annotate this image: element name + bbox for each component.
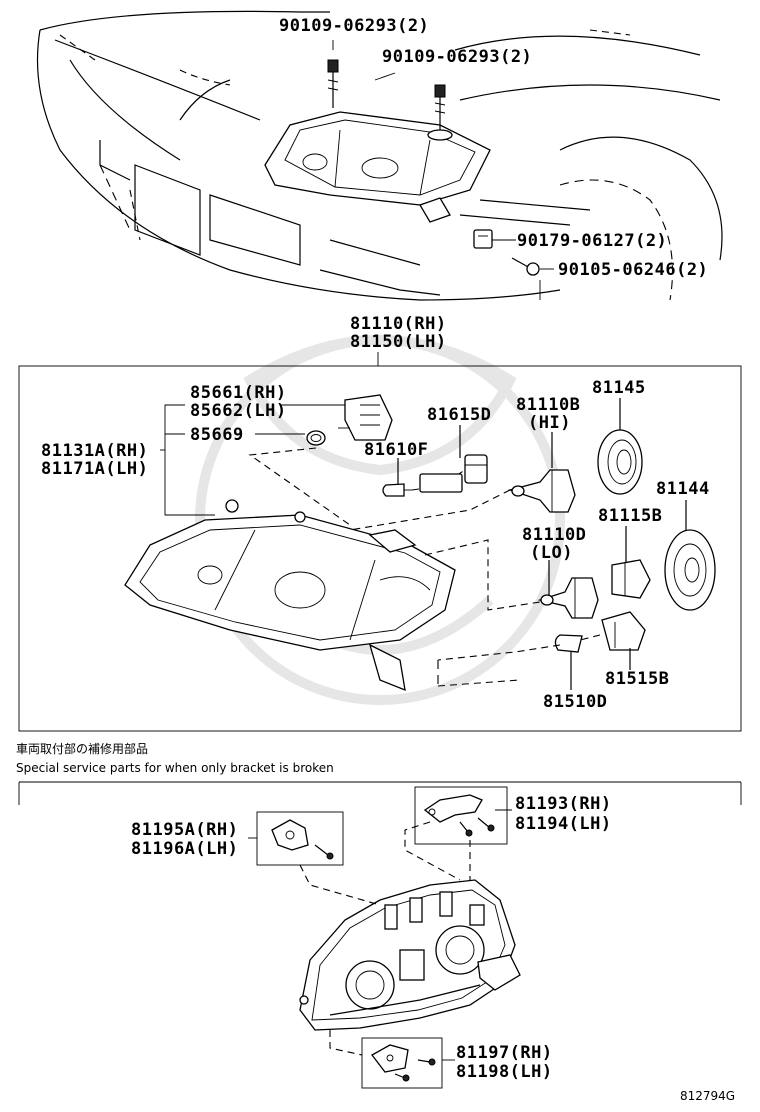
headlamp-rear-view bbox=[299, 879, 521, 1031]
label-81197-rh: 81197(RH) bbox=[456, 1043, 553, 1063]
clip-icon bbox=[473, 229, 493, 249]
screw-icon bbox=[511, 257, 540, 276]
label-81196a-lh: 81196A(LH) bbox=[131, 839, 238, 859]
installed-headlamp bbox=[264, 111, 491, 223]
bulb-81510d-icon bbox=[554, 634, 583, 690]
label-81194-lh: 81194(LH) bbox=[515, 814, 612, 834]
bulb-81110d-lo-icon bbox=[537, 560, 599, 619]
label-81615d: 81615D bbox=[427, 405, 491, 425]
cover-81144-icon bbox=[664, 500, 716, 611]
bulb-81110b-hi-icon bbox=[507, 432, 576, 513]
label-81115b: 81115B bbox=[598, 506, 662, 526]
label-81610f: 81610F bbox=[364, 440, 428, 460]
label-90109-06293-left: 90109-06293(2) bbox=[279, 16, 429, 36]
label-85661-rh: 85661(RH) bbox=[190, 383, 287, 403]
bulb-81610f-icon bbox=[382, 458, 412, 497]
bolt-icon bbox=[327, 59, 339, 108]
headlamp-assembly-box bbox=[18, 365, 742, 732]
label-81110-rh: 81110(RH) bbox=[350, 314, 447, 334]
label-81198-lh: 81198(LH) bbox=[456, 1062, 553, 1082]
socket-85661-icon bbox=[338, 394, 393, 441]
label-lo: (LO) bbox=[530, 543, 573, 563]
figure-id: 812794G bbox=[680, 1089, 735, 1103]
label-81195a-rh: 81195A(RH) bbox=[131, 820, 238, 840]
service-note-english: Special service parts for when only brac… bbox=[16, 761, 334, 775]
bracket-section-frame bbox=[18, 781, 742, 805]
label-81150-lh: 81150(LH) bbox=[350, 332, 447, 352]
upper-bracket-box bbox=[414, 786, 508, 845]
label-hi: (HI) bbox=[528, 413, 571, 433]
label-81110b: 81110B bbox=[516, 395, 580, 415]
label-81193-rh: 81193(RH) bbox=[515, 794, 612, 814]
socket-81115b-icon bbox=[611, 526, 651, 599]
label-81144: 81144 bbox=[656, 479, 710, 499]
headlamp-unit bbox=[124, 499, 456, 692]
label-85669: 85669 bbox=[190, 425, 244, 445]
car-front-illustration bbox=[36, 10, 723, 301]
bolt-icon bbox=[427, 84, 453, 141]
side-bracket-icon bbox=[271, 819, 334, 860]
label-81510d: 81510D bbox=[543, 692, 607, 712]
oring-85669-icon bbox=[306, 430, 326, 446]
label-90105-06246: 90105-06246(2) bbox=[558, 260, 708, 280]
label-81110d: 81110D bbox=[522, 525, 586, 545]
socket-81515b-icon bbox=[601, 611, 646, 670]
label-85662-lh: 85662(LH) bbox=[190, 401, 287, 421]
lower-bracket-icon bbox=[371, 1044, 436, 1082]
socket-81615d-icon bbox=[459, 425, 488, 484]
label-81515b: 81515B bbox=[605, 669, 669, 689]
label-81131a-rh: 81131A(RH) bbox=[41, 441, 148, 461]
cover-81145-icon bbox=[597, 398, 643, 495]
label-90179-06127: 90179-06127(2) bbox=[517, 231, 667, 251]
label-81171a-lh: 81171A(LH) bbox=[41, 459, 148, 479]
service-note-japanese: 車両取付部の補修用部品 bbox=[16, 741, 148, 756]
label-90109-06293-right: 90109-06293(2) bbox=[382, 47, 532, 67]
upper-bracket-icon bbox=[423, 794, 495, 837]
lower-bracket-box bbox=[361, 1037, 443, 1089]
label-81145: 81145 bbox=[592, 378, 646, 398]
